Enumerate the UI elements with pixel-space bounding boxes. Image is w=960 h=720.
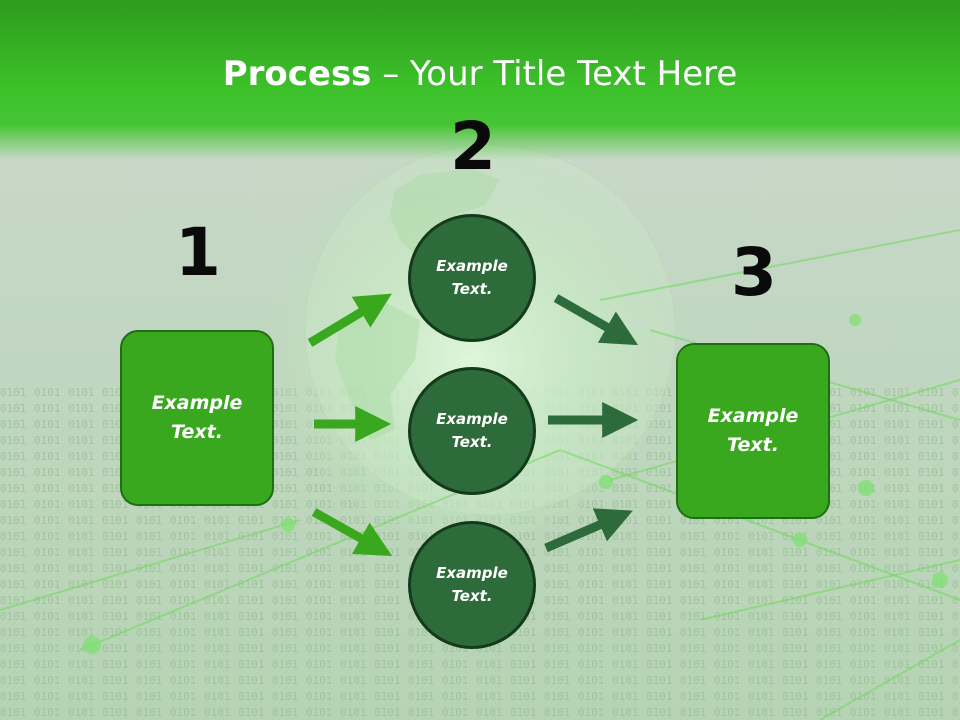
step-box-1: Example Text. bbox=[120, 330, 274, 506]
step-number-1: 1 bbox=[175, 214, 221, 291]
circle-top-label: Example Text. bbox=[436, 257, 508, 298]
step-circle-top: Example Text. bbox=[408, 214, 536, 342]
page-title: Process – Your Title Text Here bbox=[0, 52, 960, 96]
step-box-1-label: Example Text. bbox=[151, 392, 243, 443]
step-circle-bottom: Example Text. bbox=[408, 521, 536, 649]
arrow-right-up-icon bbox=[307, 293, 392, 347]
continent-shape bbox=[390, 168, 500, 260]
title-band bbox=[0, 0, 960, 160]
network-nodes bbox=[83, 314, 948, 654]
step-box-3-label: Example Text. bbox=[707, 405, 799, 456]
arrow-right-down-icon bbox=[553, 294, 639, 346]
step-circle-middle: Example Text. bbox=[408, 367, 536, 495]
title-bold: Process bbox=[222, 54, 372, 94]
circle-bottom-label: Example Text. bbox=[436, 564, 508, 605]
step-number-2: 2 bbox=[450, 108, 496, 185]
title-rest: – Your Title Text Here bbox=[371, 54, 738, 94]
arrow-right-down-icon bbox=[311, 508, 393, 556]
arrow-right-up-icon bbox=[544, 508, 633, 553]
step-number-3: 3 bbox=[731, 234, 777, 311]
step-box-3: Example Text. bbox=[676, 343, 830, 519]
circle-middle-label: Example Text. bbox=[436, 410, 508, 451]
continent-shape bbox=[335, 300, 420, 440]
